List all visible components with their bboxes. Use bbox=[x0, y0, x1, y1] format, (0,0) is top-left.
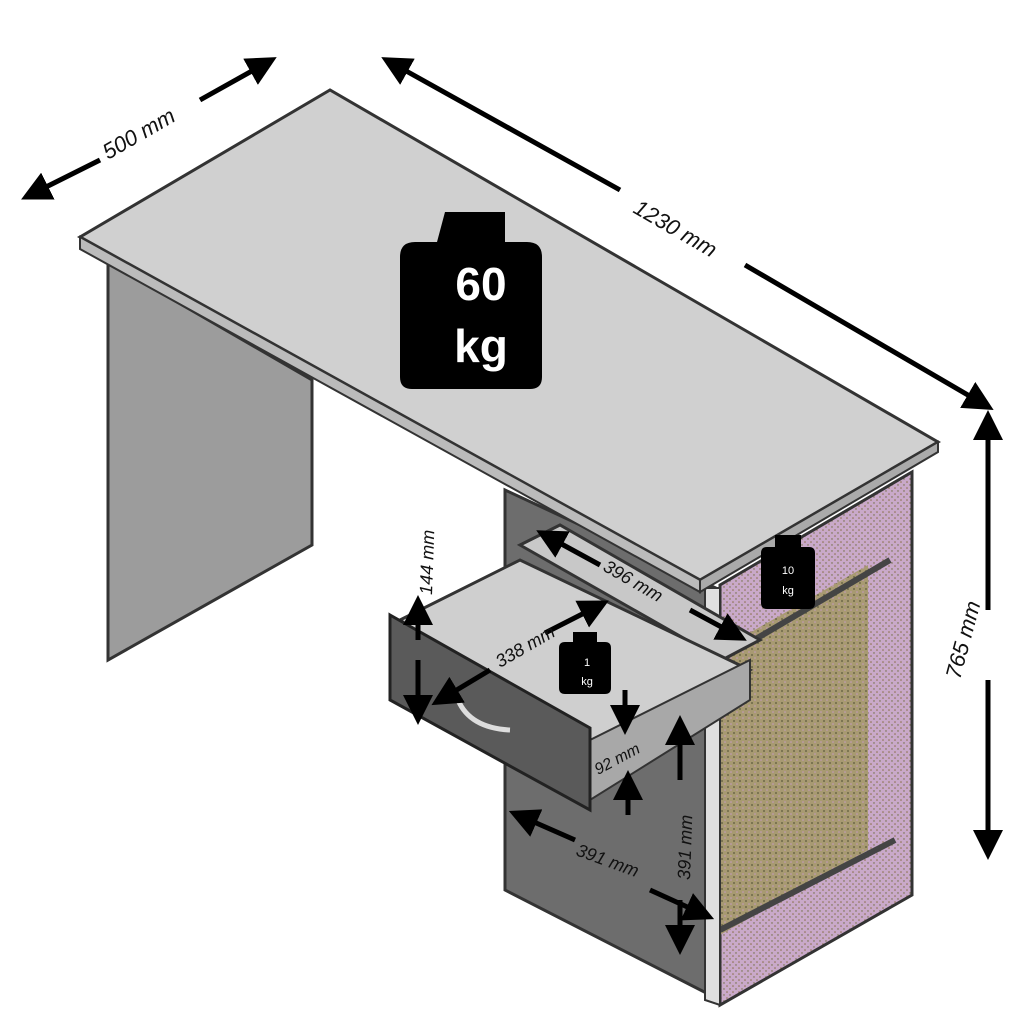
weight-60kg-icon: 60 kg bbox=[400, 212, 542, 389]
weight-10-value: 10 bbox=[782, 565, 794, 577]
drawer-front bbox=[388, 612, 592, 813]
weight-1-value: 1 bbox=[584, 657, 590, 669]
depth-label: 500 mm bbox=[98, 103, 179, 164]
cabinet-inner-wall bbox=[720, 565, 868, 935]
weight-60-unit: kg bbox=[454, 320, 508, 372]
width-label: 1230 mm bbox=[630, 195, 722, 263]
height-label: 765 mm bbox=[941, 598, 986, 681]
weight-1kg-icon: 1 kg bbox=[559, 632, 611, 694]
dimension-arrows bbox=[21, 57, 1003, 955]
desktop-edge-right bbox=[699, 440, 939, 594]
shelf-edge bbox=[718, 837, 897, 933]
weight-1-unit: kg bbox=[581, 676, 593, 688]
cabinet-height-label: 391 mm bbox=[674, 814, 696, 880]
weight-60-value: 60 bbox=[455, 258, 506, 310]
weight-10-unit: kg bbox=[782, 585, 794, 597]
weight-10kg-icon: 10 kg bbox=[761, 535, 815, 609]
drawer-height-label: 144 mm bbox=[416, 529, 438, 595]
